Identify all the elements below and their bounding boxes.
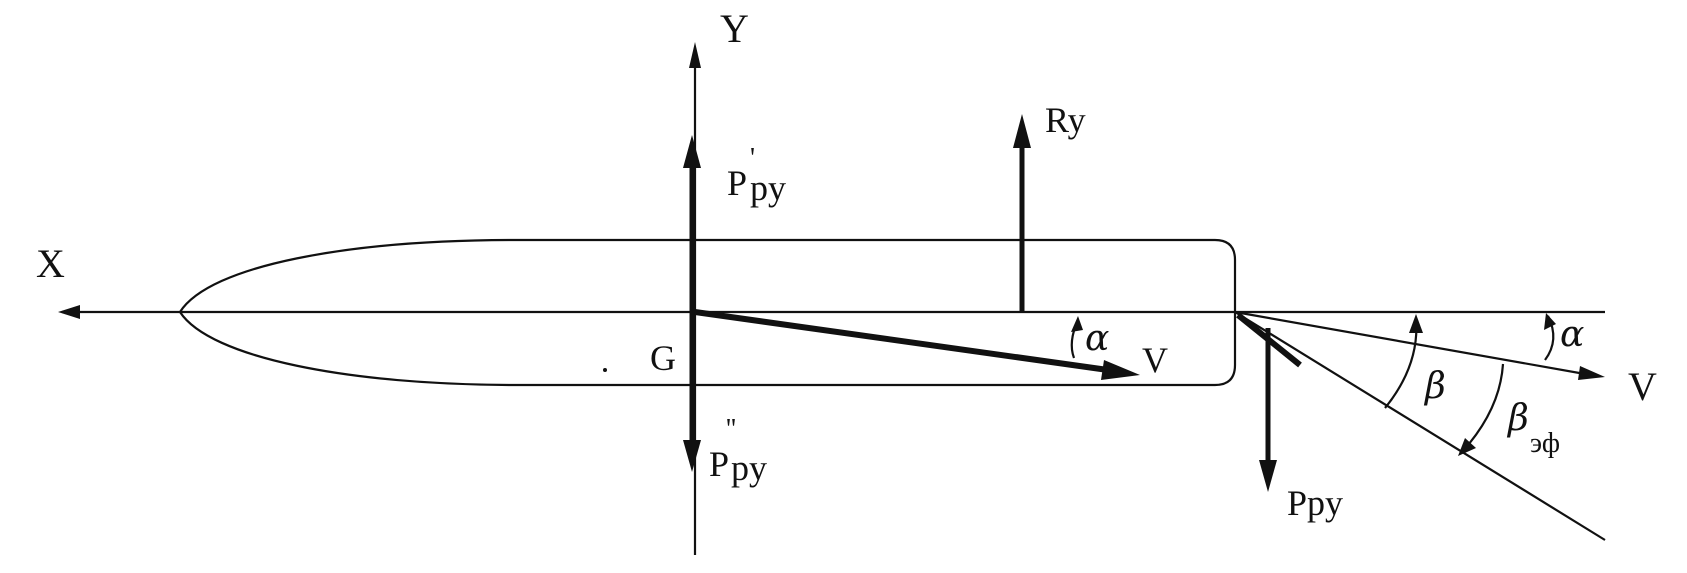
x-axis-label: X bbox=[36, 241, 65, 286]
force-lower-label: P '' py bbox=[709, 414, 767, 488]
hull-alpha-arc-arrowhead bbox=[1071, 316, 1083, 332]
rudder-velocity-line bbox=[1234, 310, 1586, 376]
rudder-force-arrowhead bbox=[1259, 460, 1277, 492]
beta-arc-arrowhead bbox=[1409, 314, 1423, 333]
y-axis-label: Y bbox=[720, 6, 749, 51]
rudder-velocity-arrowhead bbox=[1578, 366, 1605, 380]
hull-velocity-vector bbox=[694, 309, 1109, 373]
svg-text:эф: эф bbox=[1530, 428, 1560, 459]
svg-text:py: py bbox=[731, 448, 767, 488]
hull-dot-mark bbox=[603, 368, 607, 372]
hull-velocity-label: V bbox=[1142, 340, 1168, 380]
rudder-force-label: Ppy bbox=[1287, 483, 1343, 523]
svg-text:β: β bbox=[1506, 398, 1529, 439]
svg-text:P: P bbox=[727, 163, 747, 203]
y-axis-arrowhead bbox=[689, 42, 701, 68]
rudder-velocity-label: V bbox=[1628, 364, 1657, 409]
svg-text:P: P bbox=[709, 444, 729, 484]
beta-eff-arc-arrowhead bbox=[1458, 438, 1476, 456]
beta-eff-label: β эф bbox=[1506, 398, 1560, 459]
rudder-alpha-arc-arrowhead bbox=[1544, 313, 1556, 330]
svg-text:py: py bbox=[750, 168, 786, 208]
force-upper-arrowhead bbox=[683, 135, 701, 168]
rudder-alpha-label: α bbox=[1560, 314, 1584, 355]
svg-text:': ' bbox=[750, 143, 755, 174]
x-axis-arrowhead bbox=[58, 305, 80, 319]
beta-eff-arc bbox=[1461, 363, 1505, 453]
force-upper-label: P ' py bbox=[727, 143, 786, 208]
beta-label: β bbox=[1423, 366, 1446, 407]
lift-force-label: Ry bbox=[1045, 100, 1086, 140]
center-label: G bbox=[650, 338, 676, 378]
effective-flow-line bbox=[1234, 311, 1606, 541]
svg-text:'': '' bbox=[726, 414, 736, 445]
hull-alpha-label: α bbox=[1085, 318, 1109, 359]
hull-outline bbox=[178, 238, 1237, 387]
force-lower-arrowhead bbox=[683, 440, 701, 472]
hull-velocity-arrowhead bbox=[1101, 360, 1140, 380]
lift-force-arrowhead bbox=[1013, 114, 1031, 148]
